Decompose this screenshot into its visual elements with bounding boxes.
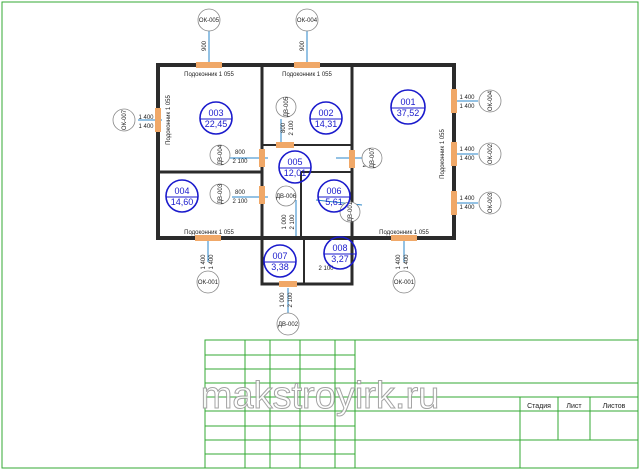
room-002-number: 002: [318, 108, 333, 118]
room-007-number: 007: [272, 251, 287, 261]
dim-text: 1 400: [459, 147, 475, 153]
window-tag-ok004: ОК-004: [488, 90, 494, 111]
dim-text: 900: [300, 40, 306, 51]
window-tag-ok005: ОК-005: [199, 18, 220, 24]
room-008-number: 008: [332, 243, 347, 253]
window-tag-ok001: ОК-001: [394, 280, 415, 286]
room-tag-circles: [165, 89, 426, 278]
door-tag-dv003: ДВ-003: [218, 183, 224, 204]
dim-text: 1 400: [138, 115, 154, 121]
watermark: makstroyirk.ru: [201, 375, 440, 417]
window-tags: [112, 8, 502, 336]
dim-text: 1 400: [459, 95, 475, 101]
dim-text: 1 400: [459, 156, 475, 162]
room-007-area: 3,38: [271, 262, 289, 272]
dim-text: 1 400: [138, 124, 154, 130]
dim-text: 1 400: [201, 254, 207, 270]
openings: [155, 62, 457, 287]
dim-text: 1 000: [282, 214, 288, 230]
dim-text: 2 100: [232, 159, 248, 165]
sill-label: Подоконник 1 055: [184, 72, 234, 78]
door-tag-dv004: ДВ-004: [218, 144, 224, 165]
dim-text: 1 400: [209, 254, 215, 270]
room-005-number: 005: [287, 157, 302, 167]
sill-label: Подоконник 1 055: [166, 95, 172, 145]
title-block: [204, 339, 639, 469]
dim-text: 1 400: [459, 196, 475, 202]
dim-text: 1 000: [280, 292, 286, 308]
title-sheet-label: Лист: [566, 403, 582, 410]
dim-text: 1 400: [459, 104, 475, 110]
window-tag-ok001: ОК-001: [198, 280, 219, 286]
sill-label: Подоконник 1 055: [282, 72, 332, 78]
dim-text: 800: [235, 150, 246, 156]
dim-text: 1 400: [404, 254, 410, 270]
room-001-area: 37,52: [397, 108, 420, 118]
window-tag-ok003: ОК-003: [488, 192, 494, 213]
dim-text: 1 400: [459, 205, 475, 211]
dim-text: 1 400: [396, 254, 402, 270]
door-tag-dv001: ДВ-001: [348, 201, 354, 222]
room-004-number: 004: [174, 186, 189, 196]
room-001-number: 001: [400, 97, 415, 107]
door-tag-dv005: ДВ-005: [284, 96, 290, 117]
room-003-number: 003: [208, 108, 223, 118]
window-tag-ok004: ОК-004: [297, 18, 318, 24]
room-004-area: 14,60: [171, 197, 194, 207]
room-006-number: 006: [326, 186, 341, 196]
dim-text: 800: [235, 190, 246, 196]
dim-text: 900: [202, 40, 208, 51]
door-tag-dv002: ДВ-002: [278, 322, 299, 328]
dim-text: 800: [281, 122, 287, 133]
room-002-area: 14,31: [315, 119, 338, 129]
room-tag-dividers: [166, 107, 425, 263]
sill-label: Подоконник 1 055: [440, 129, 446, 179]
sill-label: Подоконник 1 055: [379, 230, 429, 236]
dim-text: 2 100: [289, 120, 295, 136]
dim-text: 2 100: [232, 199, 248, 205]
window-tag-ok007: ОК-007: [122, 109, 128, 130]
room-005-area: 12,01: [284, 168, 307, 178]
room-tag-texts: 001 37,52 002 14,31 003 22,45 004 14,60 …: [171, 97, 420, 272]
title-sheets-label: Листов: [603, 403, 626, 410]
dim-text: 2 100: [290, 214, 296, 230]
door-tag-dv007: ДВ-007: [370, 147, 376, 168]
room-003-area: 22,45: [205, 119, 228, 129]
dim-text: 2 100: [288, 292, 294, 308]
title-stage-label: Стадия: [527, 403, 551, 410]
sill-label: Подоконник 1 055: [184, 230, 234, 236]
room-008-area: 3,27: [331, 254, 349, 264]
room-006-area: 5,61: [325, 197, 343, 207]
dim-text: 2 100: [318, 266, 334, 272]
window-tag-ok002: ОК-002: [488, 143, 494, 164]
door-tag-dv006: ДВ-006: [276, 194, 297, 200]
